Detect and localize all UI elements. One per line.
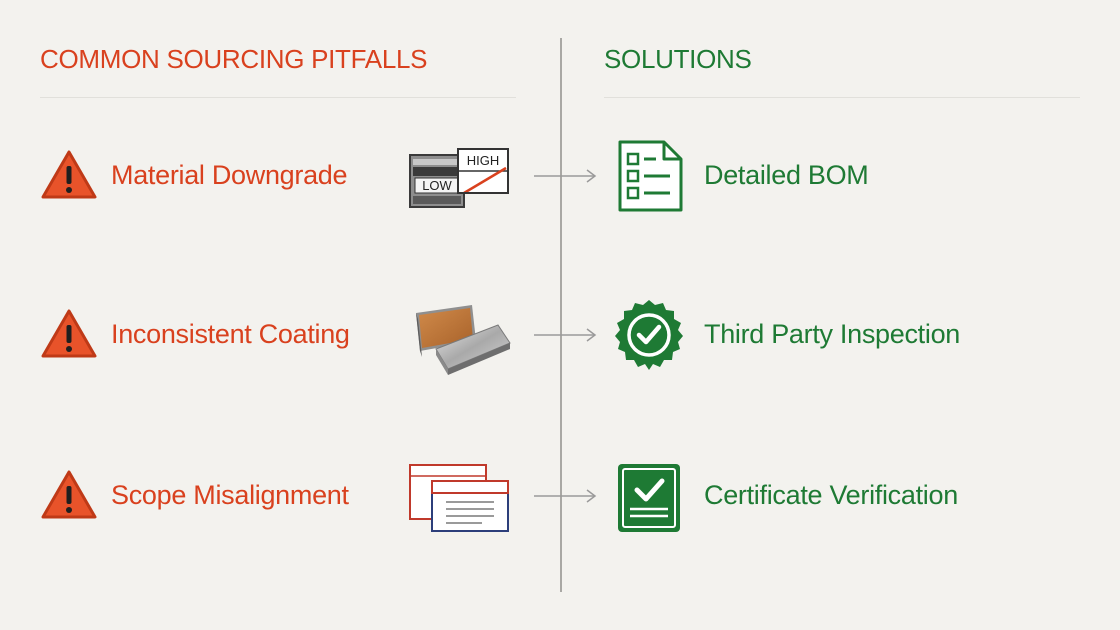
- warning-icon: [40, 308, 98, 360]
- certificate-check-icon: [612, 458, 686, 534]
- high-label: HIGH: [467, 153, 500, 168]
- column-divider: [560, 38, 562, 592]
- coated-plates-icon: [406, 297, 512, 377]
- pitfall-row-scope-misalignment: Scope Misalignment Certifica: [0, 458, 1120, 538]
- warning-icon: [40, 149, 98, 201]
- overlapping-documents-icon: [406, 458, 512, 538]
- pitfall-label: Inconsistent Coating: [111, 319, 350, 349]
- solution-label: Detailed BOM: [704, 160, 869, 190]
- low-label: LOW: [422, 178, 452, 193]
- pitfalls-heading-rule: [40, 97, 516, 98]
- arrow-right-icon: [532, 168, 600, 184]
- arrow-right-icon: [532, 327, 600, 343]
- pitfall-label: Material Downgrade: [111, 160, 348, 190]
- pitfall-row-inconsistent-coating: Inconsistent Coating: [0, 297, 1120, 377]
- pitfalls-heading: COMMON SOURCING PITFALLS: [40, 44, 428, 74]
- solution-label: Third Party Inspection: [704, 319, 961, 349]
- solutions-heading-rule: [604, 97, 1080, 98]
- inspection-seal-icon: [612, 297, 686, 373]
- pitfall-row-material-downgrade: Material Downgrade LOW HIGH: [0, 138, 1120, 218]
- solution-label: Certificate Verification: [704, 480, 958, 510]
- solutions-heading: SOLUTIONS: [604, 44, 752, 74]
- checklist-document-icon: [612, 138, 686, 214]
- arrow-right-icon: [532, 488, 600, 504]
- pitfall-label: Scope Misalignment: [111, 480, 349, 510]
- low-high-swap-icon: LOW HIGH: [406, 138, 512, 218]
- warning-icon: [40, 469, 98, 521]
